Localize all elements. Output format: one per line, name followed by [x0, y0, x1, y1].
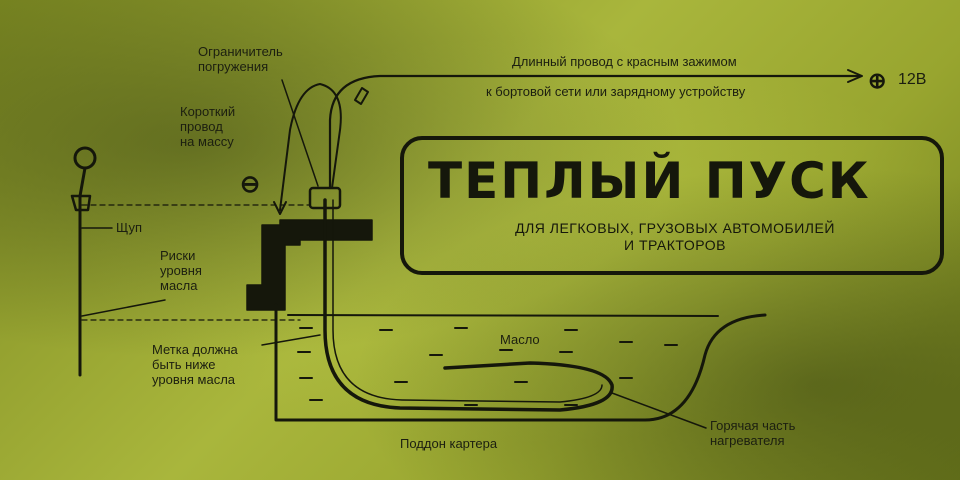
heater-tube	[323, 198, 614, 412]
mark-pointer	[261, 334, 321, 346]
short-wire-arrow	[273, 201, 287, 215]
long-wire-clip	[354, 87, 369, 105]
long-wire-label: Длинный провод с красным зажимом	[512, 54, 737, 69]
arrow-head	[847, 69, 863, 83]
hot-part-label: Горячая часть нагревателя	[710, 418, 796, 448]
voltage-label: 12В	[898, 71, 927, 88]
dipstick-label: Щуп	[116, 220, 143, 235]
dipstick-handle	[70, 194, 92, 212]
level-marks-pointer	[81, 299, 166, 317]
hot-part-pointer	[611, 392, 707, 429]
product-title: ТЕПЛЫЙ ПУСК	[428, 152, 871, 210]
engine-block	[246, 219, 373, 311]
level-marks-label: Риски уровня масла	[160, 248, 202, 293]
dipstick-stem	[78, 166, 87, 377]
limiter-label: Ограничитель погружения	[198, 44, 283, 74]
limiter-pointer	[281, 79, 319, 187]
oil-dashes	[297, 327, 678, 406]
plus-icon: ⊕	[868, 68, 887, 93]
oil-pan	[274, 303, 767, 422]
oil-surface-line	[287, 314, 719, 317]
long-wire-sub-label: к бортовой сети или зарядному устройству	[486, 84, 746, 99]
oil-pan-label: Поддон картера	[400, 436, 498, 451]
oil-label: Масло	[500, 332, 540, 347]
product-subtitle: ДЛЯ ЛЕГКОВЫХ, ГРУЗОВЫХ АВТОМОБИЛЕЙ И ТРА…	[515, 220, 835, 253]
minus-icon: ⊖	[240, 171, 261, 198]
mark-note-label: Метка должна быть ниже уровня масла	[152, 342, 238, 387]
long-wire	[328, 74, 862, 190]
limiter-plug	[308, 186, 342, 210]
heater-tube-inner	[332, 199, 603, 403]
dipstick-ring	[73, 146, 97, 170]
title-frame	[400, 136, 944, 275]
short-wire-label: Короткий провод на массу	[180, 104, 236, 149]
